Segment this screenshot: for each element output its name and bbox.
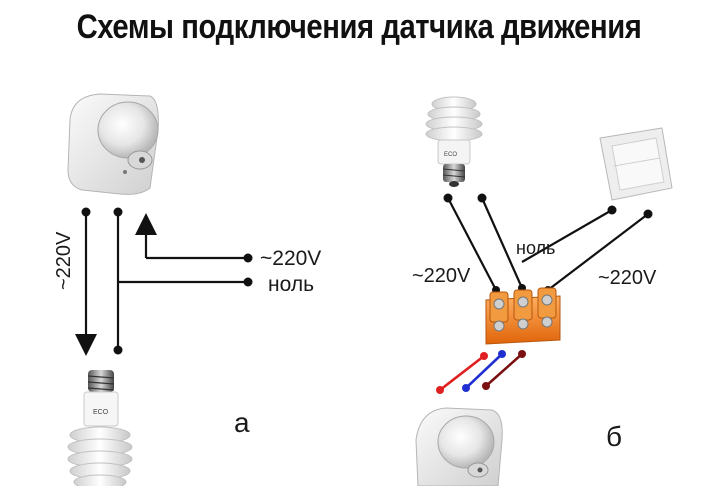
scheme-a-wires <box>75 212 248 356</box>
svg-text:ECO: ECO <box>444 152 457 158</box>
wall-switch-icon <box>599 127 673 201</box>
page-title: Схемы подключения датчика движения <box>76 8 642 46</box>
light-bulb-icon: ECO <box>67 370 133 486</box>
scheme-a-terminals <box>81 207 253 355</box>
scheme-a-input-phase: ~220V <box>260 247 321 270</box>
terminal-block-icon <box>485 287 561 345</box>
colored-wires <box>439 353 523 392</box>
light-bulb-icon: ECO <box>425 96 483 187</box>
motion-sensor-icon <box>67 93 159 195</box>
scheme-b-label-right: ~220V <box>598 267 657 289</box>
scheme-a-input-neutral: ноль <box>268 273 314 296</box>
svg-text:ECO: ECO <box>93 409 109 416</box>
scheme-b-label-neutral: ноль <box>516 238 555 258</box>
scheme-a-caption: а <box>234 407 250 438</box>
scheme-b-caption: б <box>606 421 622 452</box>
colored-wire-ends <box>436 350 526 394</box>
scheme-b-label-left: ~220V <box>412 265 471 287</box>
motion-sensor-icon <box>415 407 503 486</box>
scheme-a-voltage-vertical: ~220V <box>53 231 75 290</box>
scheme-b-wires <box>447 197 649 291</box>
